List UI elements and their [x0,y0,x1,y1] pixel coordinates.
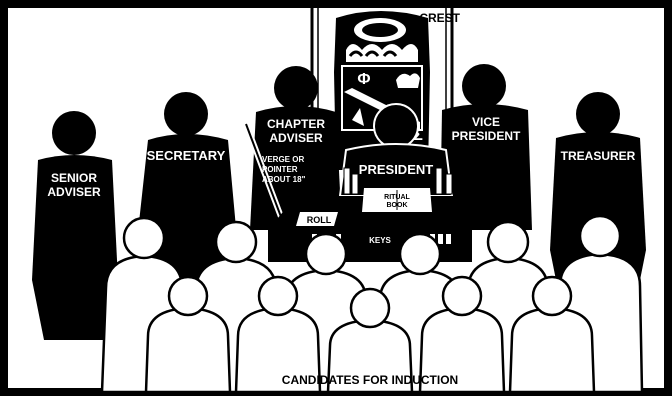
vice-president-label-1: VICE [472,115,500,129]
chapter-adviser-label-1: CHAPTER [267,117,325,131]
candidate-figure [234,275,322,394]
roll-icon [296,212,338,226]
senior-adviser-label-2: ADVISER [47,185,101,199]
crest-sigma-letter: Σ [413,127,423,144]
candidate-figure [144,275,232,394]
verge-label-2: POINTER [262,165,298,174]
candles-icon [343,160,453,195]
crest-lamp-icon [396,73,420,88]
ritual-book-label-1: RITUAL [384,194,410,201]
vice-president-figure [440,64,532,230]
candidate-figure [418,275,506,394]
candidate-figure [326,287,414,394]
verge-label-1: VERGE OR [262,155,304,164]
crest-phi-letter: Φ [357,71,370,88]
secretary-label: SECRETARY [147,148,226,163]
senior-adviser-label-1: SENIOR [51,171,97,185]
treasurer-label: TREASURER [561,149,636,163]
crest-eta-letter: Η [388,95,398,111]
crest-scroll-icon [346,44,418,62]
senior-adviser-figure [32,111,118,340]
ritual-book-label-2: BOOK [387,202,408,209]
crest-label: CREST [419,11,460,25]
keys-label: KEYS [369,236,391,245]
president-label: PRESIDENT [359,162,433,177]
candidates-label: CANDIDATES FOR INDUCTION [282,373,458,387]
candidates-group [100,214,644,394]
vice-president-label-2: PRESIDENT [452,129,521,143]
candidate-figure [508,275,596,394]
president-figure [338,103,454,197]
roll-label: ROLL [307,215,332,225]
chapter-adviser-label-2: ADVISER [269,131,323,145]
crest-star-icon [352,108,364,126]
verge-label-3: ABOUT 18" [262,175,306,184]
